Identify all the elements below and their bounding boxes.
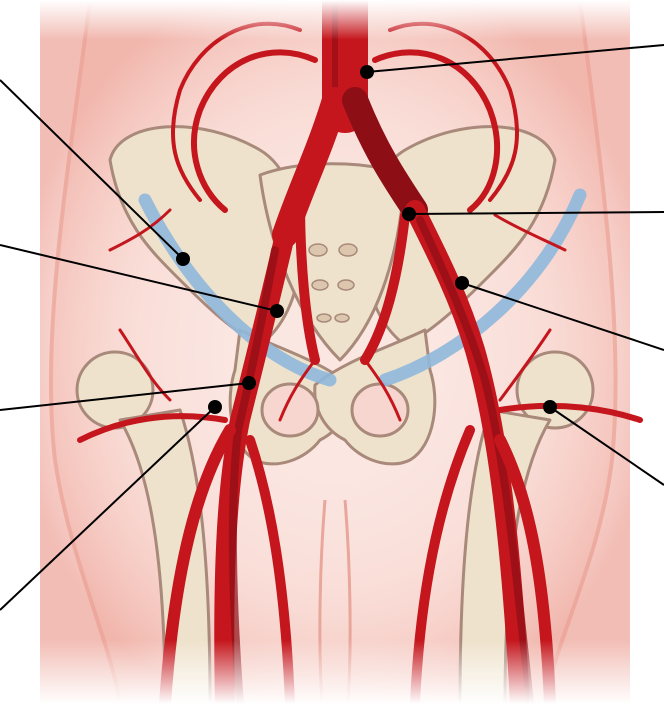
marker-aorta <box>360 65 374 79</box>
marker-internal-iliac-right <box>402 207 416 221</box>
marker-femoral-branch-left-upper <box>242 376 256 390</box>
marker-ligament-left <box>176 252 190 266</box>
marker-circumflex-right <box>543 400 557 414</box>
marker-external-iliac-right <box>455 276 469 290</box>
marker-external-iliac-left <box>270 304 284 318</box>
right-obturator <box>352 384 408 436</box>
marker-femoral-branch-left-lower <box>208 400 222 414</box>
left-obturator <box>262 384 318 436</box>
